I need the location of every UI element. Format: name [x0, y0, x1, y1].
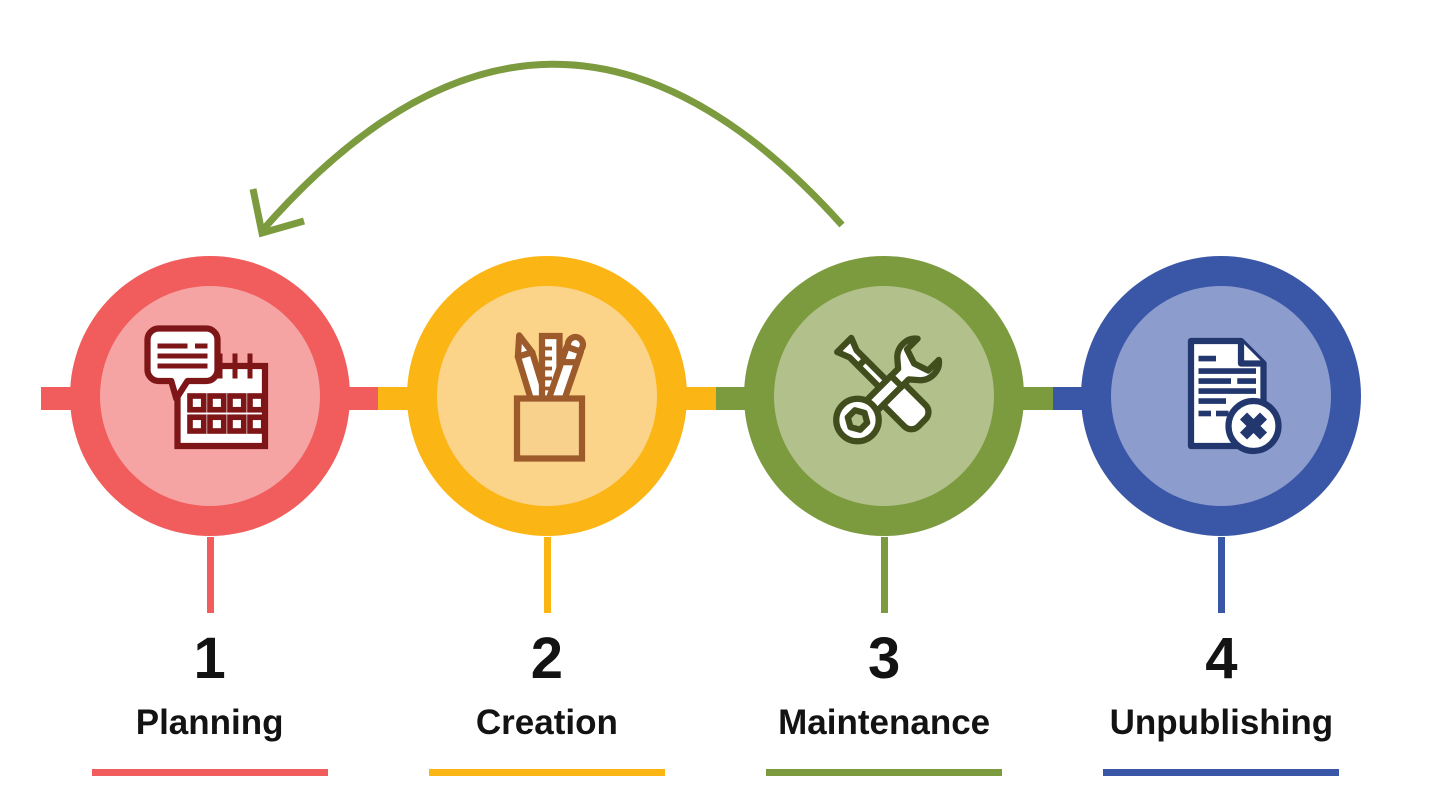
- stage-underline: [91, 769, 328, 776]
- stage-circle-inner: [774, 286, 995, 506]
- stage-label: Planning: [135, 703, 284, 742]
- stage-label: Unpublishing: [1109, 703, 1334, 742]
- stage-circle: [744, 256, 1025, 536]
- stage-stem: [881, 537, 889, 613]
- stage-number: 4: [1205, 626, 1238, 691]
- stage-circle: [406, 256, 687, 536]
- document-remove-icon: [1188, 337, 1282, 455]
- stage-circle-inner: [99, 286, 320, 506]
- stage-stem: [543, 537, 551, 613]
- stage-maintenance: 3 Maintenance: [715, 0, 1053, 805]
- stage-number: 1: [193, 626, 226, 691]
- calendar-chat-icon: [144, 325, 268, 450]
- stage-circle: [69, 256, 350, 536]
- crossed-tools-icon: [833, 334, 943, 445]
- stage-underline: [766, 769, 1003, 776]
- stage-number: 3: [867, 626, 901, 691]
- stationery-cup-icon: [513, 332, 586, 462]
- stage-circle-inner: [436, 286, 657, 506]
- stage-number: 2: [530, 626, 563, 691]
- stage-planning: 1 Planning: [41, 0, 379, 805]
- stage-underline: [428, 769, 665, 776]
- stage-label: Creation: [475, 703, 618, 742]
- stage-label: Maintenance: [778, 703, 991, 742]
- stage-underline: [1103, 769, 1340, 776]
- stage-stem: [1218, 537, 1226, 613]
- stage-circle-inner: [1111, 286, 1332, 506]
- stage-circle: [1081, 256, 1362, 536]
- stage-unpublishing: 4 Unpublishing: [1052, 0, 1390, 805]
- stage-creation: 2 Creation: [378, 0, 716, 805]
- stage-stem: [206, 537, 214, 613]
